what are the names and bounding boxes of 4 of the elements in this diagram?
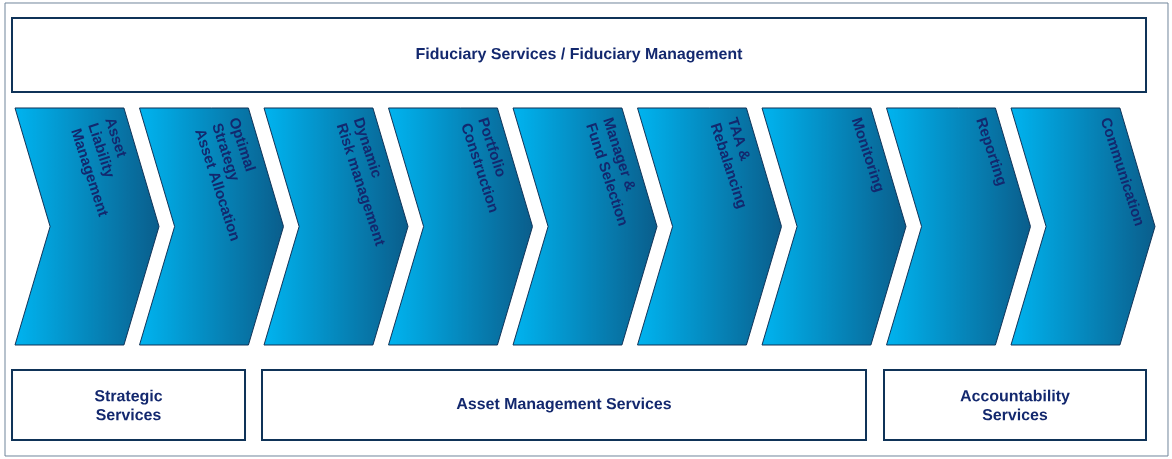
- label-box: Strategic Services: [11, 369, 246, 441]
- label-box: Asset Management Services: [261, 369, 867, 441]
- label-box: Accountability Services: [883, 369, 1147, 441]
- label-box: Fiduciary Services / Fiduciary Management: [11, 17, 1147, 93]
